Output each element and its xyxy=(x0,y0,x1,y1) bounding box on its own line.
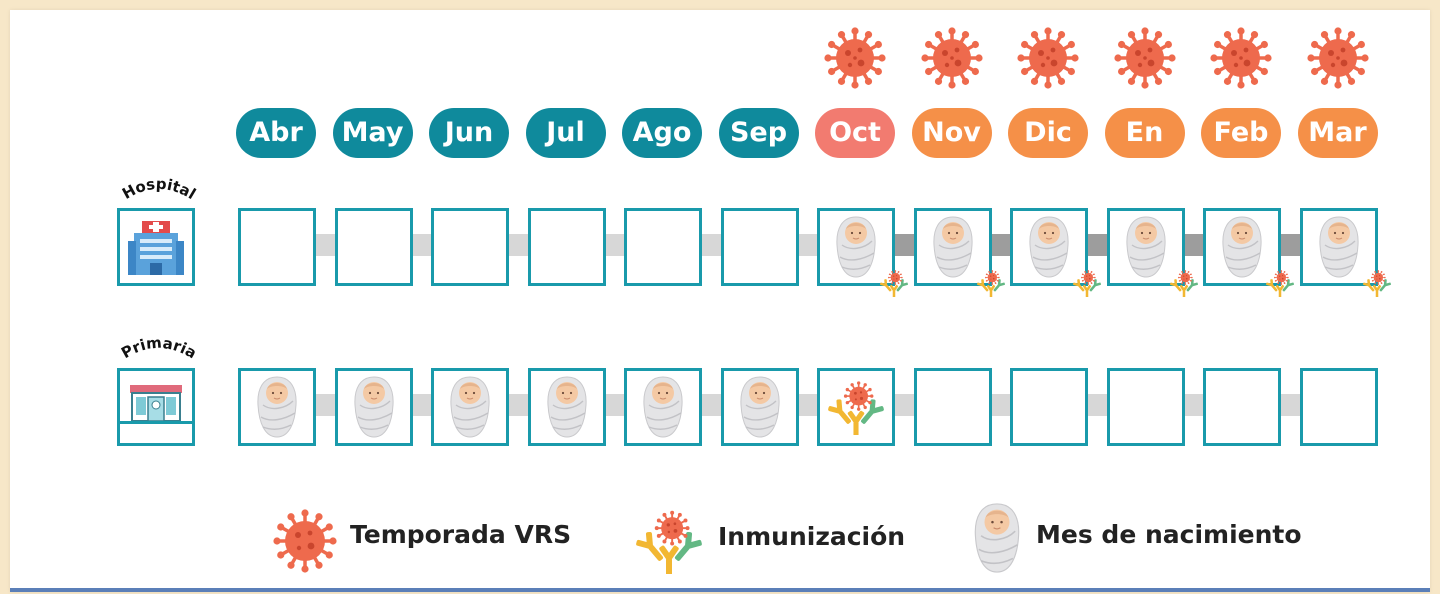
month-pill-jul: Jul xyxy=(525,108,606,158)
month-pill-jun: Jun xyxy=(429,108,509,158)
immunization-icon xyxy=(1169,270,1198,297)
rsv-season-virus-icon xyxy=(1306,27,1369,89)
month-cell xyxy=(527,368,606,446)
month-pill-may: May xyxy=(332,108,413,158)
month-cell xyxy=(527,208,606,286)
month-pill-mar: Mar xyxy=(1297,108,1378,158)
month-cell xyxy=(720,208,799,286)
month-pill-sep: Sep xyxy=(718,108,799,158)
rsv-season-virus-icon xyxy=(920,27,983,89)
virus-icon xyxy=(273,509,337,573)
rsv-season-virus-icon xyxy=(824,27,886,89)
month-cell xyxy=(1010,368,1088,446)
month-pill-abr: Abr xyxy=(236,108,316,158)
month-cell xyxy=(817,208,908,297)
primaria-box xyxy=(117,368,195,446)
month-cell xyxy=(720,368,799,446)
immunization-icon xyxy=(1362,270,1391,297)
month-pill-en: En xyxy=(1104,108,1185,158)
hospital-box xyxy=(117,208,195,286)
baby-icon xyxy=(450,376,490,438)
month-cell xyxy=(431,368,509,446)
month-cell xyxy=(1010,208,1101,297)
rsv-season-virus-icon xyxy=(1113,27,1176,89)
legend-birth-month-label: Mes de nacimiento xyxy=(1036,520,1302,549)
rsv-season-virus-icon xyxy=(1017,27,1079,89)
legend-immunization-label: Inmunización xyxy=(718,522,906,551)
month-pill-nov: Nov xyxy=(911,108,992,158)
month-cell xyxy=(238,368,316,446)
month-cell xyxy=(1106,368,1185,446)
month-cell xyxy=(1203,208,1294,297)
legend: Temporada VRS Inmunización Mes de nacimi… xyxy=(0,503,1440,574)
baby-icon xyxy=(546,376,587,438)
immunization-icon xyxy=(828,381,884,435)
month-cell xyxy=(431,208,509,286)
immunization-icon xyxy=(1266,270,1294,297)
month-cell xyxy=(624,208,702,286)
row-label-hospital: Hospital xyxy=(119,175,199,203)
hospital-icon xyxy=(128,221,184,275)
month-cell xyxy=(913,208,1005,297)
month-cell xyxy=(1299,208,1391,297)
row-label-primaria: Primaria xyxy=(118,334,199,363)
month-cell xyxy=(334,368,413,446)
diagram-panel xyxy=(10,10,1430,592)
immunization-icon xyxy=(976,270,1005,297)
month-cell xyxy=(1106,208,1198,297)
clinic-icon xyxy=(120,385,192,424)
baby-icon xyxy=(1029,216,1069,278)
month-pill-oct: Oct xyxy=(815,108,895,158)
baby-icon xyxy=(643,376,683,438)
svg-text:Primaria: Primaria xyxy=(118,334,199,363)
baby-icon xyxy=(1125,216,1166,278)
month-cell xyxy=(1299,368,1378,446)
rsv-season-virus-icon xyxy=(1210,27,1272,89)
month-pill-ago: Ago xyxy=(622,108,702,158)
legend-season-label: Temporada VRS xyxy=(350,520,572,549)
immunization-icon xyxy=(1073,270,1101,297)
month-cell xyxy=(624,368,702,446)
month-pill-feb: Feb xyxy=(1201,108,1281,158)
month-cell xyxy=(238,208,316,286)
baby-icon xyxy=(1318,216,1359,278)
month-cell xyxy=(1203,368,1281,446)
baby-icon xyxy=(932,216,973,278)
month-pill-dic: Dic xyxy=(1008,108,1088,158)
month-cell xyxy=(817,368,895,446)
baby-icon xyxy=(257,376,297,438)
month-cell xyxy=(913,368,992,446)
baby-icon xyxy=(836,216,876,278)
baby-icon xyxy=(974,503,1020,573)
immunization-icon xyxy=(636,510,702,574)
baby-icon xyxy=(1222,216,1262,278)
baby-icon xyxy=(739,376,780,438)
baby-icon xyxy=(353,376,394,438)
immunization-icon xyxy=(880,270,908,297)
svg-text:Hospital: Hospital xyxy=(119,175,199,203)
month-cell xyxy=(334,208,413,286)
